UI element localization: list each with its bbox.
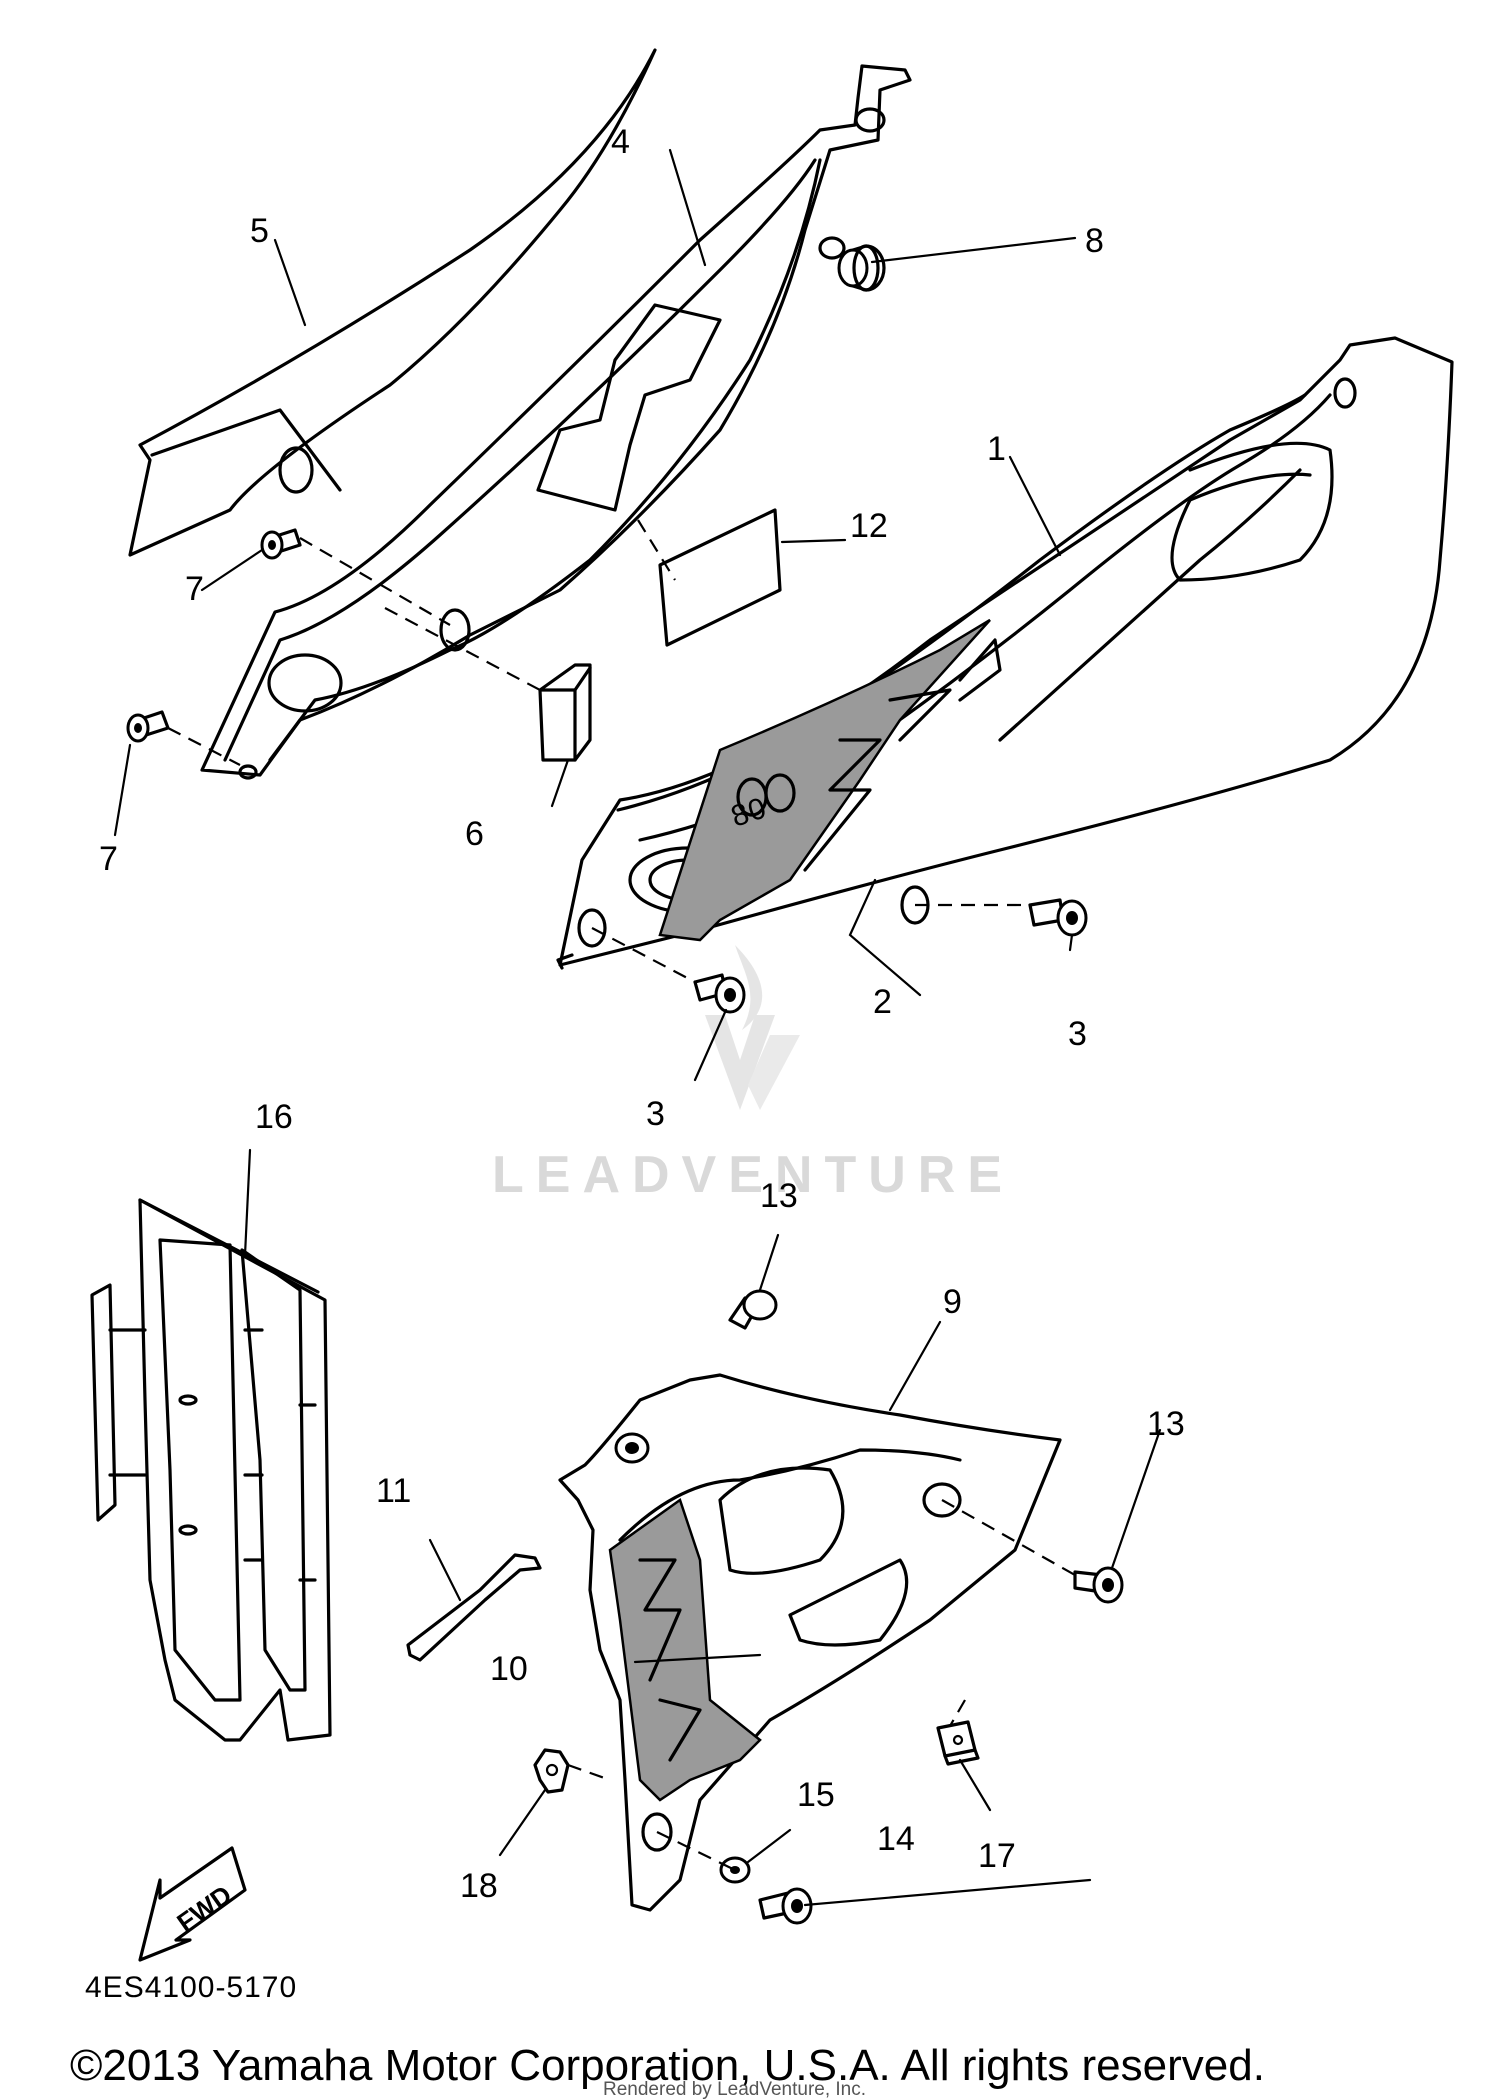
forward-direction-arrow: FWD (138, 1846, 247, 1962)
rendered-by-notice: Rendered by LeadVenture, Inc. (603, 2079, 866, 2100)
callout-3-left: 3 (646, 1095, 665, 1133)
callout-17: 17 (978, 1837, 1016, 1875)
callout-8: 8 (1085, 222, 1104, 260)
part-7-bolt-upper (260, 528, 302, 560)
part-14-bolt (758, 1887, 813, 1925)
diagram-code: 4ES4100-5170 (85, 1971, 297, 2004)
part-12-decal (658, 508, 782, 647)
callout-15: 15 (797, 1776, 835, 1814)
callout-10: 10 (490, 1650, 528, 1688)
part-15-collar (719, 1856, 751, 1884)
copyright-notice: ©2013 Yamaha Motor Corporation, U.S.A. A… (70, 2041, 1265, 2090)
part-3-bolt-right (1028, 898, 1088, 937)
callout-18: 18 (460, 1867, 498, 1905)
part-10-shroud-decal (608, 1497, 762, 1802)
part-9-shroud (558, 1373, 1062, 1912)
callouts: 1 2 3 3 4 5 6 7 7 8 9 10 11 12 13 13 14 … (99, 123, 1185, 1905)
callout-9: 9 (943, 1283, 962, 1321)
part-16-radiator-guard (90, 1198, 332, 1742)
part-6-damper-block (538, 663, 592, 762)
part-18-clip (533, 1748, 570, 1794)
callout-2: 2 (873, 983, 892, 1021)
callout-13-top: 13 (760, 1177, 798, 1215)
callout-7-lower: 7 (99, 840, 118, 878)
callout-11: 11 (376, 1472, 411, 1510)
callout-4: 4 (611, 123, 630, 161)
watermark-logo (705, 945, 800, 1110)
part-2-graphic-decal: 80 (658, 618, 1002, 942)
part-4-side-panel (200, 64, 912, 780)
part-3-bolt-left (693, 973, 746, 1014)
fwd-label: FWD (171, 1879, 237, 1938)
callout-16: 16 (255, 1098, 293, 1136)
leader-lines (113, 148, 1162, 1907)
part-17-clip-nut (936, 1720, 980, 1766)
watermark-text: LEADVENTURE (492, 1146, 1014, 1204)
part-8-grommet (837, 244, 886, 292)
callout-3-right: 3 (1068, 1015, 1087, 1053)
callout-5: 5 (250, 212, 269, 250)
callout-14: 14 (877, 1820, 915, 1858)
callout-12: 12 (850, 507, 888, 545)
part-13-bolt-top (728, 1289, 778, 1330)
callout-6: 6 (465, 815, 484, 853)
part-11-bracket (406, 1553, 542, 1662)
assembly-lines (167, 519, 1076, 1871)
callout-13-right: 13 (1147, 1405, 1185, 1443)
part-13-bolt-right (1073, 1566, 1124, 1604)
callout-1: 1 (987, 430, 1006, 468)
part-7-bolt-lower (126, 710, 170, 743)
callout-7-upper: 7 (185, 570, 204, 608)
part-5-side-cover-upper (128, 48, 657, 557)
